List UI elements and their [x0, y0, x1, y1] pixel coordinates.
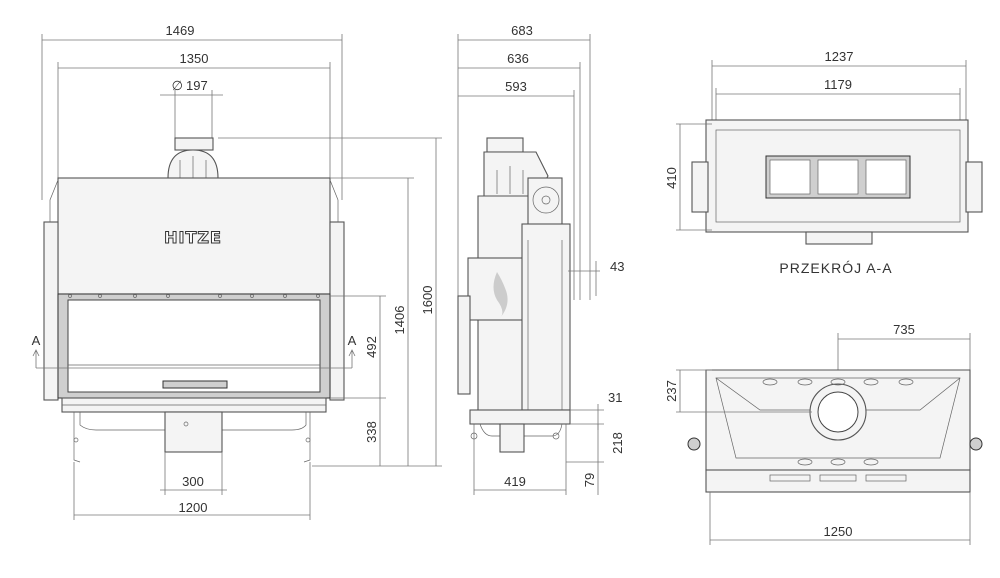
top-left-knob: [687, 437, 701, 451]
dim-1250: 1250: [824, 524, 853, 539]
dim-237: 237: [664, 380, 679, 402]
fan-icon: [532, 186, 560, 214]
dim-1600: 1600: [420, 286, 435, 315]
section-right-stub: [965, 161, 983, 213]
flue-diameter-symbol: ∅: [172, 78, 183, 93]
side-rear-panel: [521, 223, 571, 411]
section-marker-left: A: [32, 333, 41, 348]
section-left-stub: [691, 161, 709, 213]
side-view: 683 636 593 43 31: [457, 23, 625, 495]
top-view: 735 237 1250: [664, 322, 983, 545]
dim-31: 31: [608, 390, 622, 405]
flame-icon: [493, 272, 508, 318]
dim-1200: 1200: [179, 500, 208, 515]
dim-197: 197: [186, 78, 208, 93]
front-view: 1469 1350 ∅ 197 HITZE: [32, 23, 442, 520]
side-base: [469, 409, 571, 425]
legs: [73, 412, 311, 463]
dim-43: 43: [610, 259, 624, 274]
top-right-knob: [969, 437, 983, 451]
dim-79: 79: [582, 473, 597, 487]
section-title: PRZEKRÓJ A-A: [779, 260, 892, 276]
brand-logo: HITZE: [164, 228, 222, 247]
dim-683: 683: [511, 23, 533, 38]
dim-410: 410: [664, 167, 679, 189]
dim-338: 338: [364, 421, 379, 443]
side-flue-collar: [486, 137, 524, 153]
dim-1237: 1237: [825, 49, 854, 64]
side-door-edge: [457, 295, 471, 395]
front-hood: [57, 177, 331, 295]
dim-419: 419: [504, 474, 526, 489]
dim-1179: 1179: [824, 77, 852, 92]
dim-1406: 1406: [392, 306, 407, 335]
air-outlet: [164, 411, 223, 453]
right-side-panel: [329, 221, 345, 401]
dim-300: 300: [182, 474, 204, 489]
flue-collar: [174, 137, 214, 151]
dim-492: 492: [364, 336, 379, 358]
dim-1469: 1469: [166, 23, 195, 38]
section-bottom-grille: [805, 231, 873, 245]
dim-636: 636: [507, 51, 529, 66]
section-view: 1237 1179 410 PRZEKRÓJ A-A: [664, 49, 983, 276]
dim-593: 593: [505, 79, 527, 94]
dim-735: 735: [893, 322, 915, 337]
door-glass: [67, 299, 321, 393]
dim-1350: 1350: [180, 51, 209, 66]
left-side-panel: [43, 221, 59, 401]
side-outlet: [499, 423, 525, 453]
air-grille: [162, 380, 228, 389]
section-marker-right: A: [348, 333, 357, 348]
dim-218: 218: [610, 432, 625, 454]
